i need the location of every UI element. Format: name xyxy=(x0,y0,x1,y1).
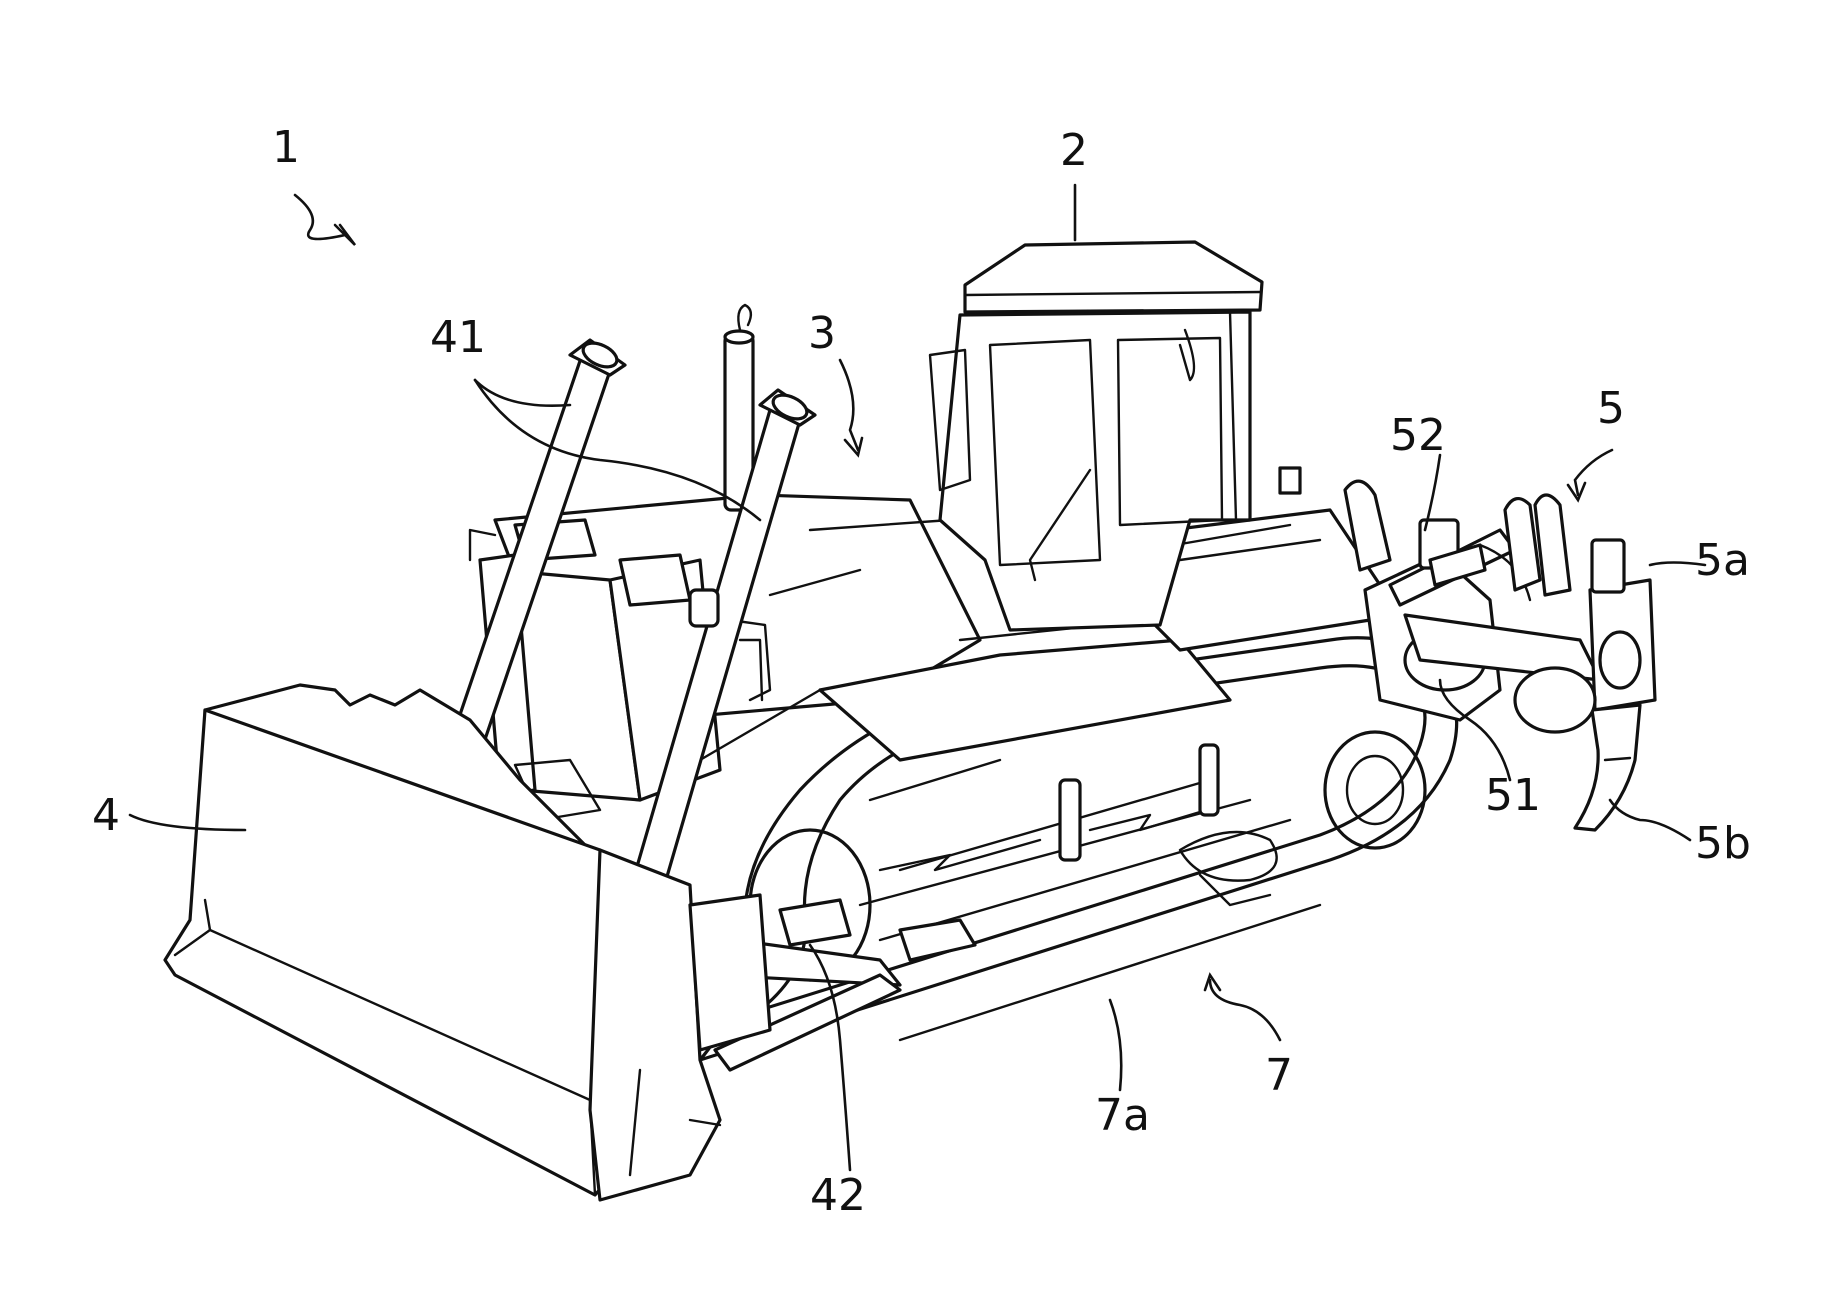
ripper xyxy=(1343,479,1657,832)
reference-numerals: 1 2 3 41 4 42 7a 7 5 52 5a 51 5b xyxy=(92,122,1751,1221)
label-52: 52 xyxy=(1390,410,1446,461)
label-7a: 7a xyxy=(1095,1090,1150,1141)
leader-lines xyxy=(128,183,1707,1172)
label-5: 5 xyxy=(1597,383,1625,434)
label-1: 1 xyxy=(272,122,300,173)
blade xyxy=(163,683,772,1202)
label-5b: 5b xyxy=(1695,818,1751,869)
label-4: 4 xyxy=(92,790,120,841)
label-2: 2 xyxy=(1060,125,1088,176)
label-3: 3 xyxy=(808,308,836,359)
cab xyxy=(928,240,1264,632)
crawler-undercarriage xyxy=(698,636,1459,1062)
label-7: 7 xyxy=(1265,1050,1293,1101)
label-5a: 5a xyxy=(1695,535,1750,586)
label-42: 42 xyxy=(810,1170,866,1221)
label-51: 51 xyxy=(1485,770,1541,821)
label-41: 41 xyxy=(430,312,486,363)
